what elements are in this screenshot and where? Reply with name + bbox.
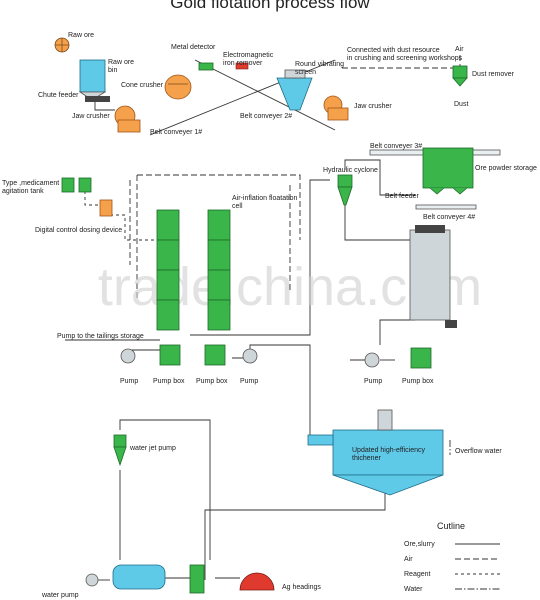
pipe-jet-top bbox=[119, 419, 211, 560]
flotation-cell-group-1 bbox=[156, 209, 180, 331]
legend-label-air: Air bbox=[404, 556, 413, 563]
label-pump-box-1: Pump box bbox=[153, 378, 185, 385]
legend-label-reagent: Reagent bbox=[404, 571, 431, 578]
label-raw-ore: Raw ore bbox=[68, 32, 94, 39]
legend-label-water: Water bbox=[404, 586, 423, 593]
iron-remover bbox=[235, 62, 249, 70]
raw-ore-bin bbox=[78, 59, 107, 101]
label-jaw-crusher-1: Jaw crusher bbox=[72, 113, 110, 120]
label-pump-box-3: Pump box bbox=[402, 378, 434, 385]
pipe-cyclone-cells bbox=[190, 179, 330, 336]
label-belt-4: Belt conveyer 4# bbox=[423, 214, 475, 221]
flow-lines bbox=[65, 55, 461, 581]
thickener bbox=[307, 409, 444, 496]
label-tailings-pump: Pump to the tailings storage bbox=[57, 333, 144, 340]
pump-box-2 bbox=[204, 344, 226, 366]
legend-label-ore: Ore,slurry bbox=[404, 541, 435, 548]
pump-box-1 bbox=[159, 344, 181, 366]
dosing-device bbox=[99, 199, 113, 217]
water-jet-pump bbox=[113, 434, 127, 467]
pipe-mill-pump bbox=[379, 319, 415, 345]
label-dust: Dust bbox=[454, 101, 468, 108]
label-ore-powder-storage: Ore powder storage bbox=[475, 165, 537, 172]
metal-detector bbox=[198, 62, 214, 71]
jaw-crusher-2 bbox=[323, 95, 349, 121]
label-belt-1: Belt conveyer 1# bbox=[150, 129, 202, 136]
label-jaw-crusher-2: Jaw crusher bbox=[354, 103, 392, 110]
label-ag-headings: Ag headings bbox=[282, 584, 321, 591]
pump-2 bbox=[242, 348, 258, 364]
label-metal-detector: Metal detector bbox=[171, 44, 216, 51]
belt-conveyer-4 bbox=[415, 204, 477, 210]
ore-powder-storage bbox=[422, 147, 474, 195]
pump-box-3 bbox=[410, 347, 432, 369]
diagram-title: Gold flotation process flow bbox=[170, 0, 370, 12]
water-pump bbox=[85, 573, 99, 587]
label-pump-box-2: Pump box bbox=[196, 378, 228, 385]
label-water-jet-pump: water jet pump bbox=[129, 445, 176, 452]
label-overflow-water: Overflow water bbox=[455, 448, 502, 455]
label-chute-feeder: Chute feeder bbox=[38, 92, 79, 99]
label-cone-crusher: Cone crusher bbox=[121, 82, 164, 89]
legend-title: Cutline bbox=[437, 521, 465, 531]
dust-remover bbox=[452, 65, 468, 87]
label-hydraulic-cyclone: Hydraulic cyclone bbox=[323, 167, 378, 174]
hydraulic-cyclone bbox=[337, 174, 353, 206]
label-air-top: Air bbox=[455, 46, 464, 53]
agitation-tank bbox=[61, 177, 92, 193]
air-header bbox=[137, 174, 301, 240]
tank bbox=[112, 564, 166, 590]
label-dosing-device: Digital control dosing device bbox=[35, 227, 122, 234]
pipe-cyclone-feed bbox=[344, 159, 415, 196]
label-water-pump: water pump bbox=[41, 592, 79, 599]
label-pump-3: Pump bbox=[364, 378, 382, 385]
label-belt-3: Belt conveyer 3# bbox=[370, 143, 422, 150]
separator bbox=[189, 564, 205, 594]
label-dust-remover: Dust remover bbox=[472, 71, 515, 78]
label-pump-1: Pump bbox=[120, 378, 138, 385]
label-belt-feeder: Belt feeder bbox=[385, 193, 420, 200]
pipe-cyclone-mill bbox=[344, 195, 415, 241]
label-belt-2: Belt conveyer 2# bbox=[240, 113, 292, 120]
mill bbox=[409, 225, 457, 328]
cone-crusher bbox=[164, 74, 192, 100]
chute-feeder bbox=[85, 96, 110, 102]
jaw-crusher-1 bbox=[114, 105, 141, 133]
label-pump-2: Pump bbox=[240, 378, 258, 385]
ag-headings-unit bbox=[239, 572, 275, 591]
pump-3 bbox=[364, 352, 380, 368]
reagent-line-2 bbox=[110, 214, 155, 241]
pump-1 bbox=[120, 348, 136, 364]
legend: Cutline Ore,slurry Air Reagent Water bbox=[404, 521, 500, 593]
belt-line-b bbox=[194, 59, 336, 131]
raw-ore-icon bbox=[54, 37, 70, 53]
pipe-thickener-bottom bbox=[204, 490, 386, 580]
round-vibrating-screen bbox=[276, 69, 313, 111]
flotation-cell-group-2 bbox=[207, 209, 231, 331]
